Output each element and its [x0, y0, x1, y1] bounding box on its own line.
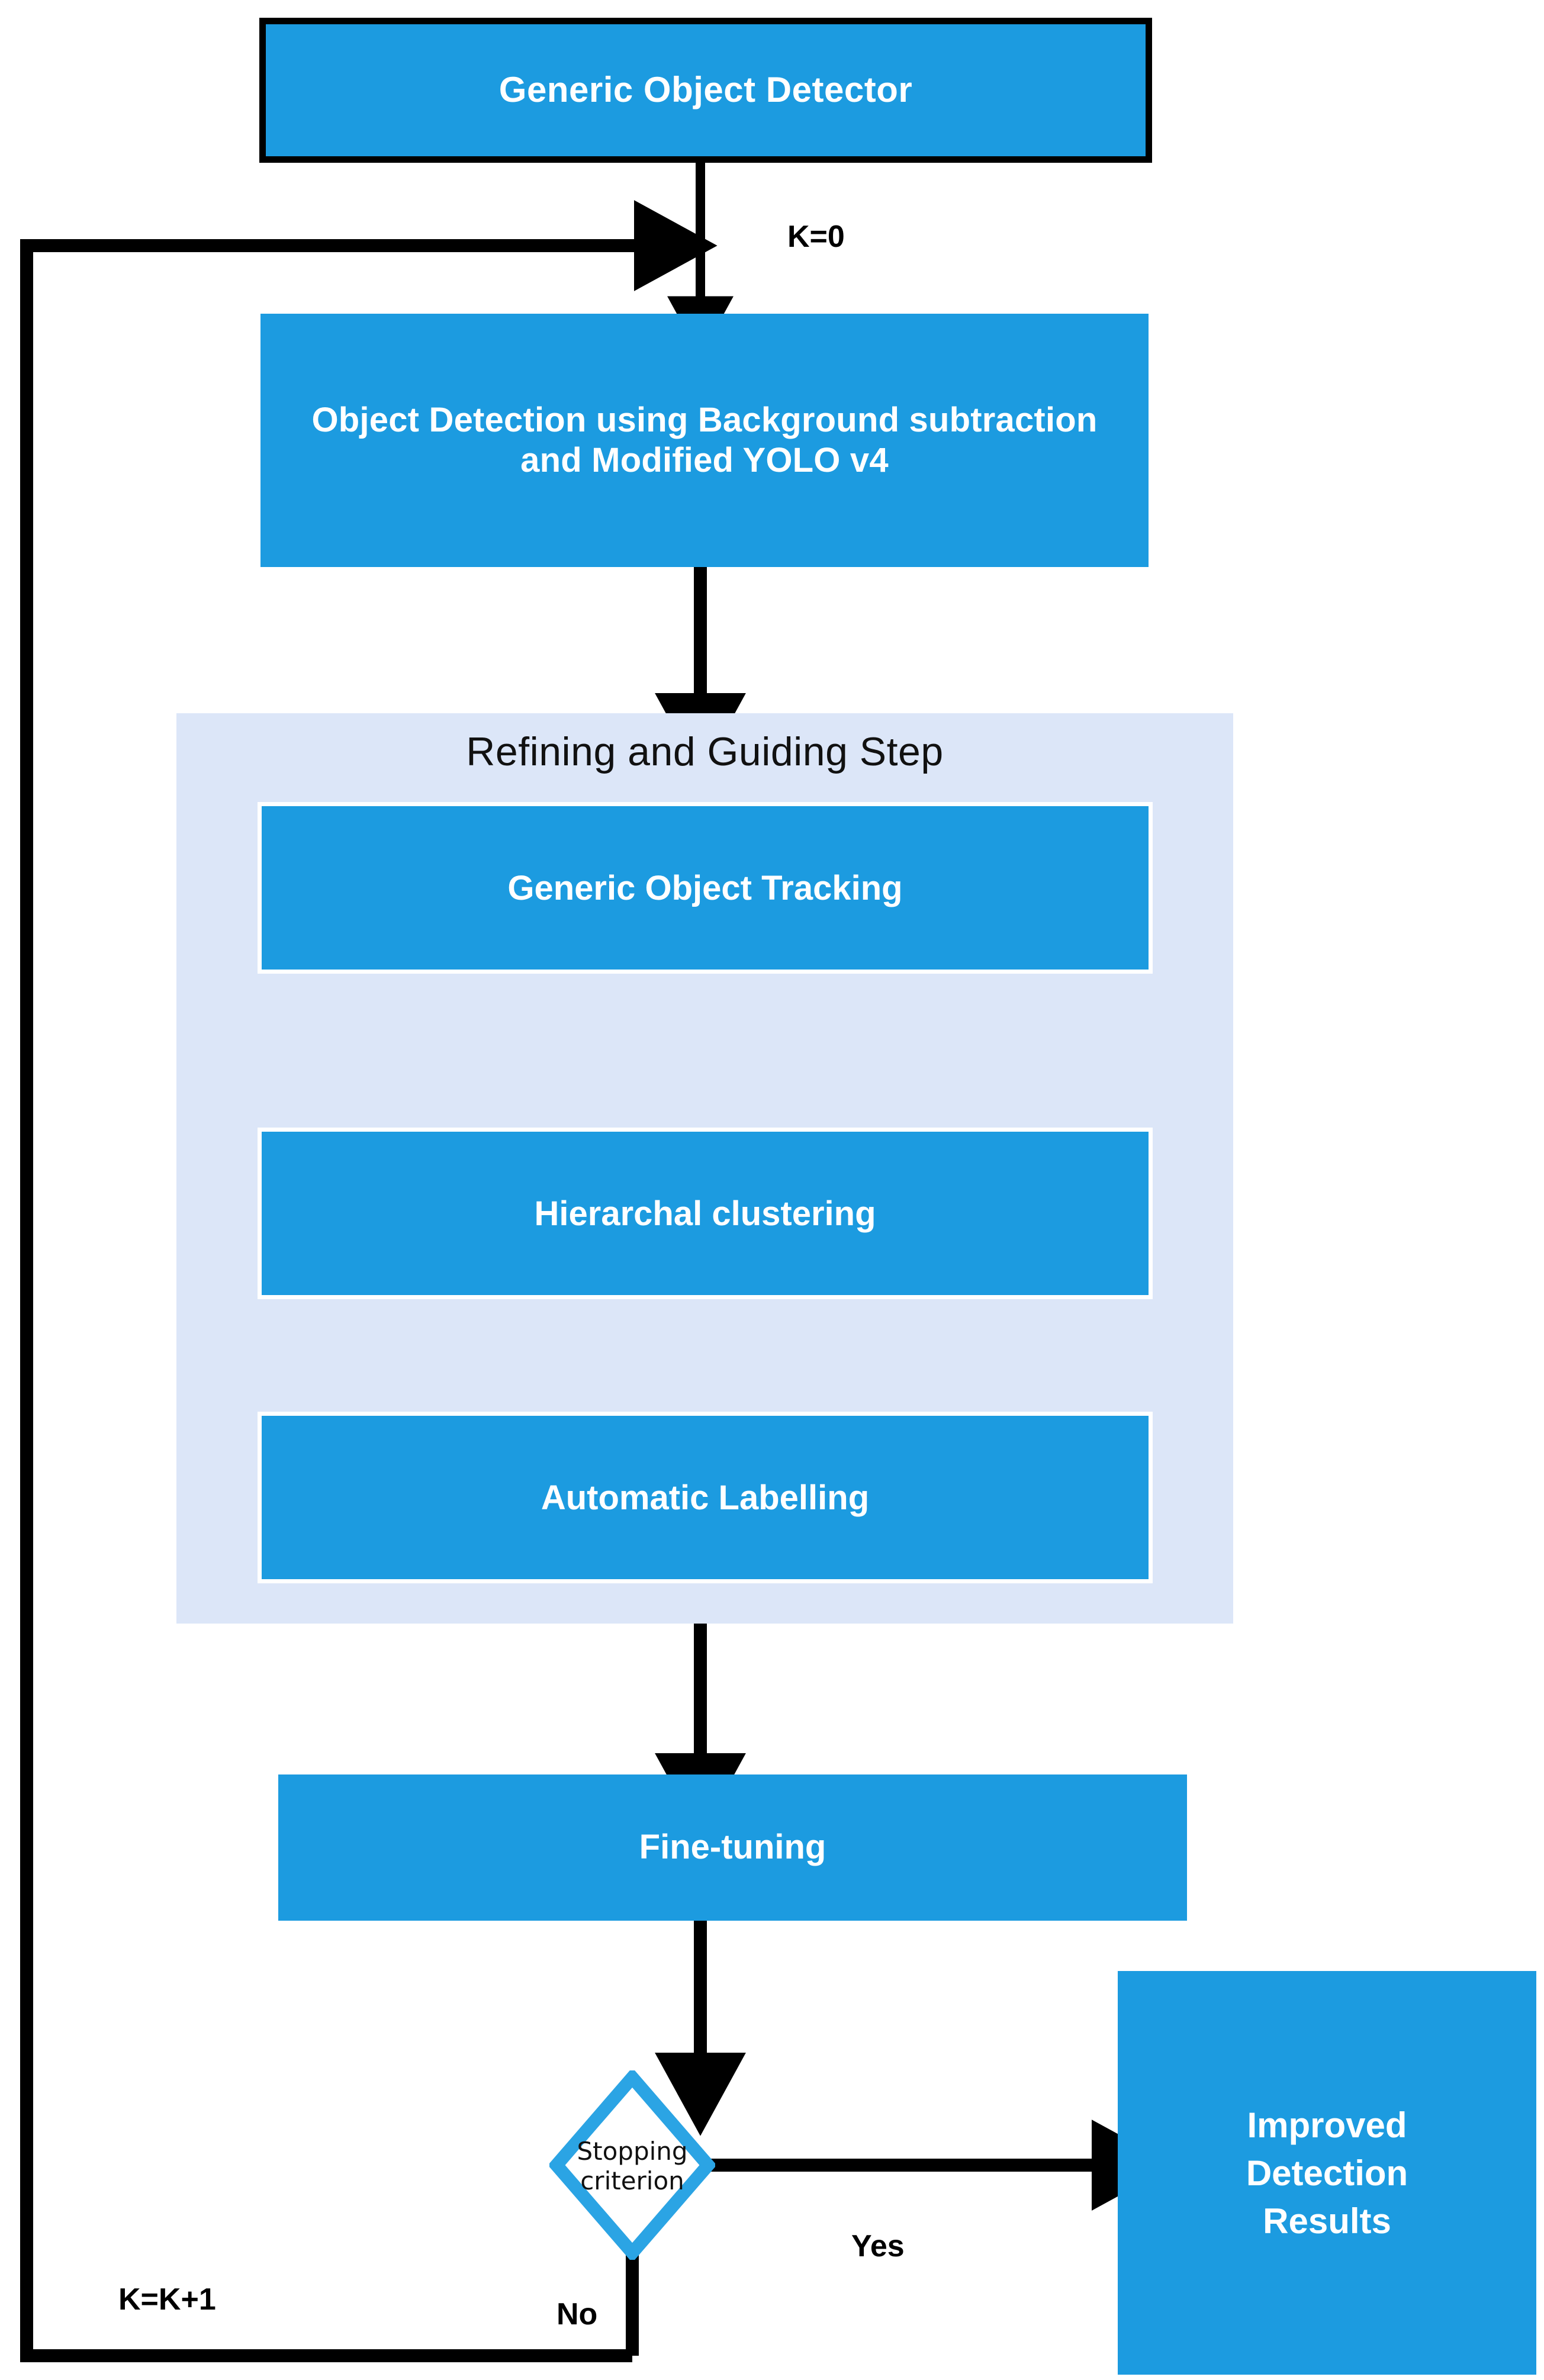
node-hierarchal-clustering[interactable]: Hierarchal clustering: [258, 1128, 1153, 1299]
edge-label-k-init: K=0: [787, 220, 845, 254]
node-improved-detection-results[interactable]: Improved Detection Results: [1118, 1971, 1536, 2375]
results-line-3: Results: [1263, 2201, 1391, 2241]
node-stopping-criterion-decision[interactable]: [549, 2070, 715, 2260]
node-generic-object-detector[interactable]: Generic Object Detector: [259, 18, 1152, 163]
node-fine-tuning[interactable]: Fine-tuning: [278, 1774, 1187, 1921]
decision-label-line2: criterion: [580, 2166, 684, 2195]
results-line-2: Detection: [1246, 2153, 1408, 2193]
decision-label-line1: Stopping: [577, 2137, 688, 2166]
results-line-1: Improved: [1247, 2105, 1407, 2145]
node-automatic-labelling[interactable]: Automatic Labelling: [258, 1412, 1153, 1583]
edge-label-k-increment: K=K+1: [118, 2282, 216, 2317]
edge-label-yes: Yes: [851, 2229, 905, 2263]
group-title-refining-and-guiding-step: Refining and Guiding Step: [466, 729, 944, 774]
node-object-detection[interactable]: Object Detection using Background subtra…: [260, 314, 1149, 567]
node-generic-object-tracking[interactable]: Generic Object Tracking: [258, 802, 1153, 974]
edge-label-no: No: [557, 2297, 598, 2331]
decision-label-text: Stopping criterion: [555, 2125, 709, 2208]
